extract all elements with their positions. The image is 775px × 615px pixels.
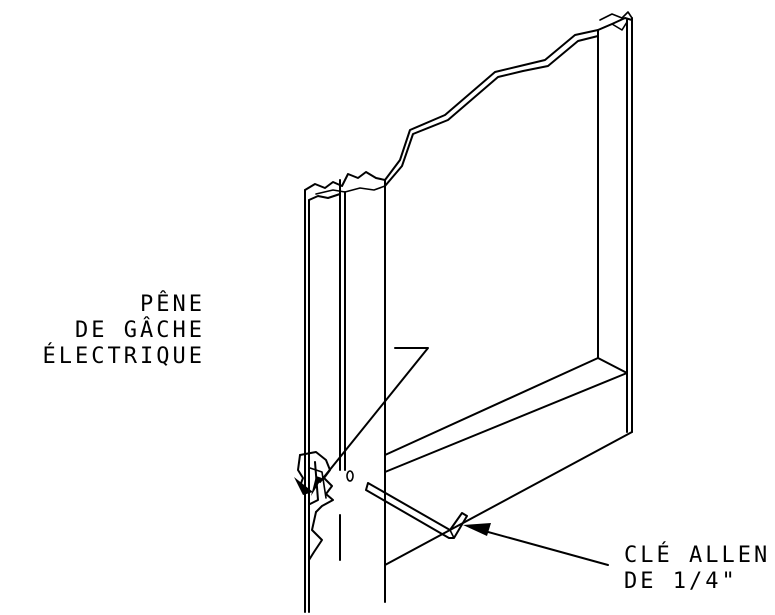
allen-key-label-line-2: DE 1/4": [624, 569, 738, 594]
allen-key: [365, 482, 468, 539]
set-screw-hole: [346, 470, 354, 482]
strike-bolt-label-line-1: PÊNE: [140, 292, 205, 317]
allen-key-leader: [463, 523, 609, 566]
strike-bolt-label-line-2: DE GÂCHE: [75, 318, 205, 343]
strike-bolt-label: PÊNE DE GÂCHE ÉLECTRIQUE: [43, 292, 205, 370]
allen-key-label: CLÉ ALLEN DE 1/4": [624, 543, 770, 595]
left-jamb: [304, 171, 386, 613]
door-sill: [384, 357, 633, 566]
strike-bolt-label-line-3: ÉLECTRIQUE: [42, 344, 205, 369]
head-rail: [384, 11, 633, 187]
right-jamb: [597, 17, 633, 433]
allen-key-label-line-1: CLÉ ALLEN: [624, 543, 771, 568]
electric-strike-bolt: [294, 451, 334, 561]
strike-bolt-leader: [311, 347, 429, 496]
